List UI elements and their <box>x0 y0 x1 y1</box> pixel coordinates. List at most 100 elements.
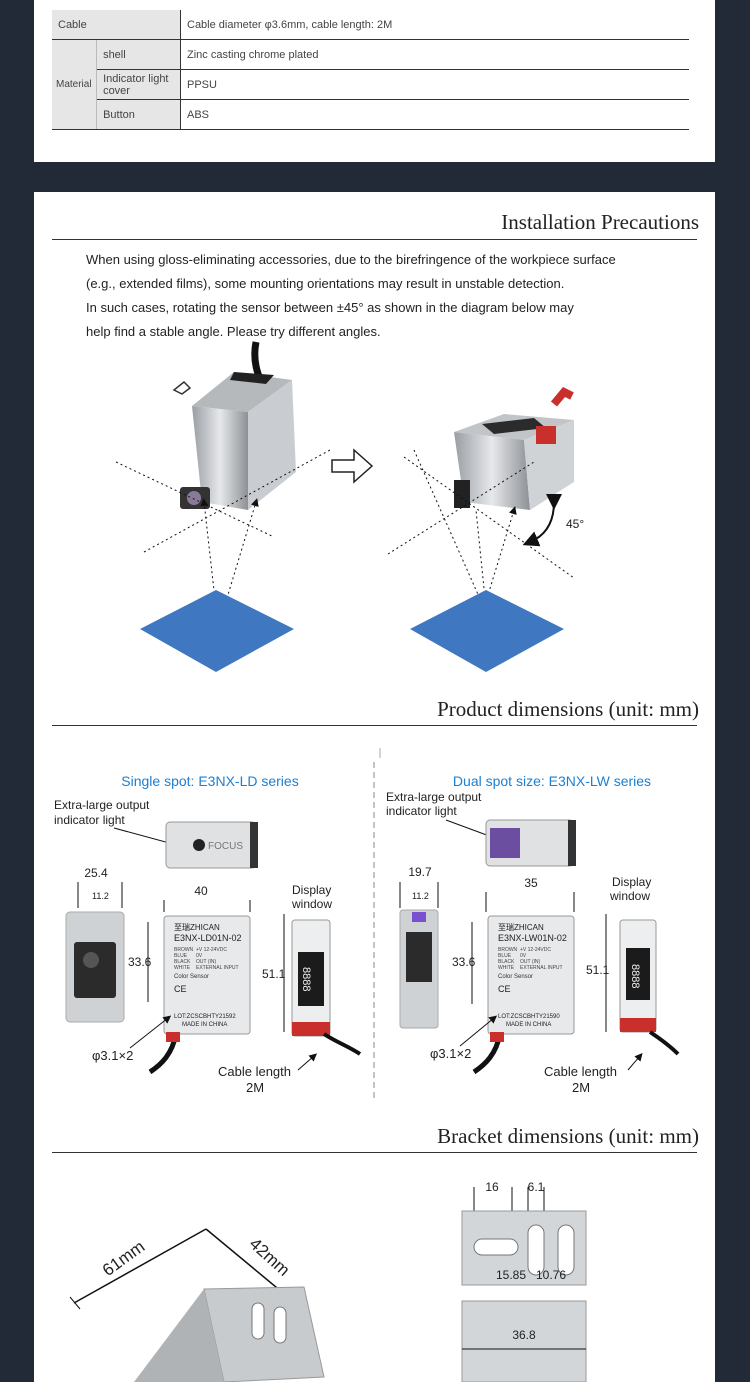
lot-label: LOT:ZCSCBHTY21590 <box>498 1014 560 1020</box>
wiring-desc: +V 12-24VDC <box>520 947 551 953</box>
dim-label: 19.7 <box>408 865 432 879</box>
svg-text:CE: CE <box>174 984 187 994</box>
bracket-flat: 16 6.1 15.85 10.76 36.8 <box>461 1180 587 1382</box>
dim-label: 6.1 <box>528 1180 545 1194</box>
wiring-label: BROWN <box>174 947 194 953</box>
spec-group-material: Material <box>52 39 98 130</box>
model-label: E3NX-LD01N-02 <box>174 933 242 943</box>
display-label: window <box>291 897 332 911</box>
cable-diameter-label: φ3.1×2 <box>92 1048 133 1063</box>
spec-value-cable: Cable diameter φ3.6mm, cable length: 2M <box>180 10 689 40</box>
product-dimensions-title: Product dimensions (unit: mm) <box>437 697 699 721</box>
focus-label: FOCUS <box>208 841 243 852</box>
bracket-length-a: 61mm <box>99 1237 148 1280</box>
spec-label-shell: shell <box>96 39 181 70</box>
dim-label: 11.2 <box>92 891 109 901</box>
display-digits: 8888 <box>629 964 641 988</box>
display-label: window <box>609 889 650 903</box>
bracket-dimensions-title: Bracket dimensions (unit: mm) <box>437 1124 699 1148</box>
wiring-label: BROWN <box>498 947 518 953</box>
dim-label: 36.8 <box>512 1328 536 1342</box>
dim-label: 33.6 <box>452 955 476 969</box>
cable-length-label: Cable length <box>218 1064 291 1079</box>
spec-label-cable: Cable <box>52 10 181 40</box>
wiring-label: BLACK <box>174 959 191 965</box>
dim-label: 11.2 <box>412 891 429 901</box>
table-row: Material shell Zinc casting chrome plate… <box>52 39 689 130</box>
installation-line: When using gloss-eliminating accessories… <box>86 252 616 267</box>
display-label: Display <box>292 883 331 897</box>
installation-text: When using gloss-eliminating accessories… <box>86 248 646 344</box>
cable-diameter-label: φ3.1×2 <box>430 1046 471 1061</box>
installation-line: help find a stable angle. Please try dif… <box>86 324 381 339</box>
series-title: Single spot: E3NX-LD series <box>121 773 298 789</box>
indicator-label: indicator light <box>386 804 457 818</box>
table-row: Indicator light cover PPSU <box>52 69 689 100</box>
installation-line: (e.g., extended films), some mounting or… <box>86 276 565 291</box>
dim-label: 10.76 <box>536 1268 566 1282</box>
wiring-desc: EXTERNAL INPUT <box>520 965 563 971</box>
bracket-3d: 61mm 42mm <box>69 1228 325 1382</box>
display-digits: 8888 <box>300 967 312 991</box>
indicator-label: Extra-large output <box>54 798 150 812</box>
divider <box>52 239 697 240</box>
made-label: MADE IN CHINA <box>506 1022 551 1028</box>
indicator-label: Extra-large output <box>386 790 482 804</box>
color-sensor-label: Color Sensor <box>174 974 209 980</box>
installation-diagram: 45° <box>115 341 584 672</box>
workpiece-plate <box>140 590 294 672</box>
wiring-desc: 0V <box>196 953 203 959</box>
bracket-length-b: 42mm <box>246 1234 294 1280</box>
dim-label: 35 <box>524 876 538 890</box>
installation-title: Installation Precautions <box>501 210 699 234</box>
cable-length-value: 2M <box>246 1080 264 1095</box>
brand-label: 至瑞ZHICAN <box>174 922 220 932</box>
display-label: Display <box>612 875 651 889</box>
cable-length-label: Cable length <box>544 1064 617 1079</box>
lot-label: LOT:ZCSCBHTY21592 <box>174 1014 236 1020</box>
spec-card: Cable Cable diameter φ3.6mm, cable lengt… <box>34 0 715 162</box>
table-row: Button ABS <box>52 99 689 130</box>
wiring-label: BLUE <box>498 953 512 959</box>
right-series: Dual spot size: E3NX-LW series Extra-lar… <box>386 773 680 1095</box>
main-card: Installation Precautions When using glos… <box>34 192 715 1382</box>
sensor-upright <box>172 341 296 510</box>
wiring-desc: 0V <box>520 953 527 959</box>
dim-label: 16 <box>485 1180 499 1194</box>
wiring-desc: OUT (IN) <box>196 959 217 965</box>
series-title: Dual spot size: E3NX-LW series <box>453 773 651 789</box>
wiring-desc: OUT (IN) <box>520 959 541 965</box>
dim-label: 40 <box>194 884 208 898</box>
spec-label-indicator-cover: Indicator light cover <box>96 69 181 100</box>
svg-text:CE: CE <box>498 984 511 994</box>
dim-label: 15.85 <box>496 1268 526 1282</box>
left-series: Single spot: E3NX-LD series Extra-large … <box>54 773 362 1095</box>
sensor-tilted <box>454 387 574 510</box>
indicator-label: indicator light <box>54 813 125 827</box>
brand-label: 至瑞ZHICAN <box>498 922 544 932</box>
product-dimensions-diagram: Single spot: E3NX-LD series Extra-large … <box>54 748 680 1100</box>
wiring-desc: EXTERNAL INPUT <box>196 965 239 971</box>
dim-label: 25.4 <box>84 866 108 880</box>
color-sensor-label: Color Sensor <box>498 974 533 980</box>
spec-value-indicator-cover: PPSU <box>180 69 689 100</box>
spec-value-button: ABS <box>180 99 689 130</box>
dim-label: 51.1 <box>586 963 610 977</box>
wiring-label: BLUE <box>174 953 188 959</box>
model-label: E3NX-LW01N-02 <box>498 933 567 943</box>
spec-label-button: Button <box>96 99 181 130</box>
wiring-desc: +V 12-24VDC <box>196 947 227 953</box>
wiring-label: BLACK <box>498 959 515 965</box>
installation-line: In such cases, rotating the sensor betwe… <box>86 300 574 315</box>
divider <box>52 1152 697 1153</box>
dim-label: 33.6 <box>128 955 152 969</box>
divider <box>52 725 697 726</box>
cable-length-value: 2M <box>572 1080 590 1095</box>
wiring-label: WHITE <box>498 965 515 971</box>
made-label: MADE IN CHINA <box>182 1022 227 1028</box>
table-row: Cable Cable diameter φ3.6mm, cable lengt… <box>52 10 689 40</box>
spec-value-shell: Zinc casting chrome plated <box>180 39 689 70</box>
spec-table: Cable Cable diameter φ3.6mm, cable lengt… <box>52 10 689 130</box>
wiring-label: WHITE <box>174 965 191 971</box>
angle-label: 45° <box>566 517 584 531</box>
